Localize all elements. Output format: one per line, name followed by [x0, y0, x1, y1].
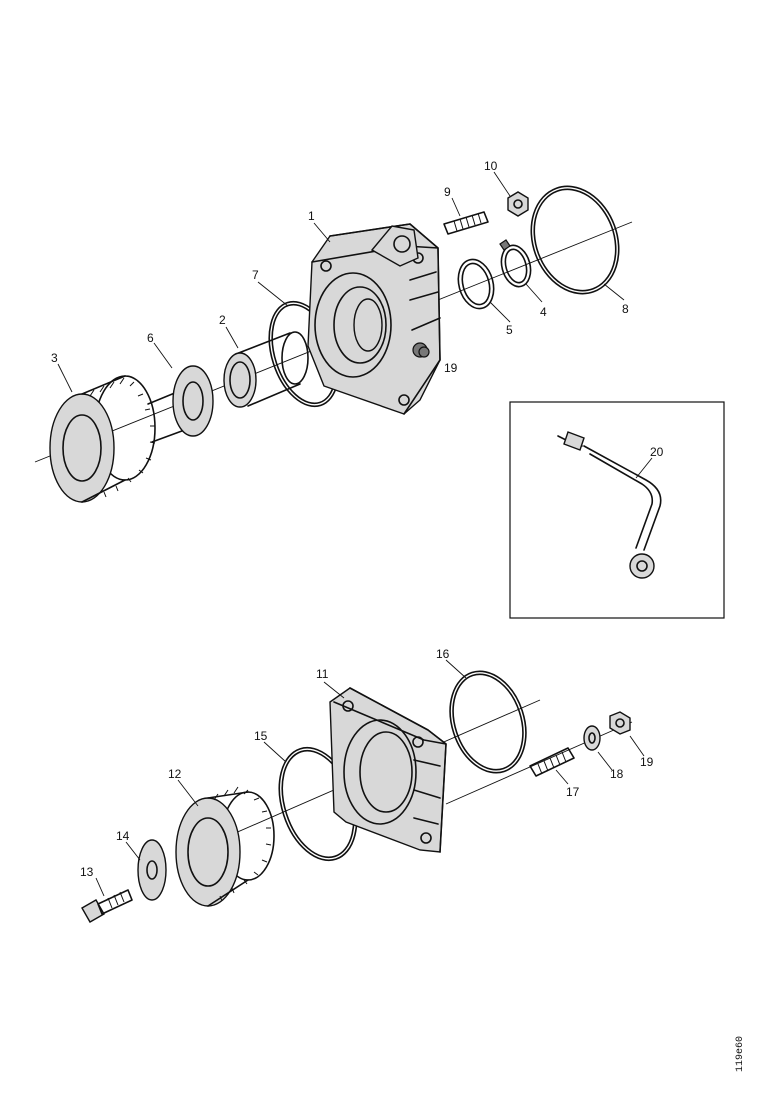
part-13-bolt	[81, 889, 133, 923]
callout-18: 18	[610, 767, 624, 781]
part-19-nut	[609, 711, 631, 735]
part-12-gear	[175, 786, 275, 907]
part-19-fitting	[418, 346, 430, 358]
callout-20: 20	[650, 445, 664, 459]
upper-callouts: 1 2 3 4 5 6 7 8 9 10 19	[51, 159, 629, 375]
part-8-large-o-ring	[530, 185, 620, 295]
callout-16: 16	[436, 647, 450, 661]
upper-leaders	[57, 171, 625, 393]
lower-assembly	[81, 670, 633, 923]
upper-assembly	[34, 185, 633, 503]
callout-7: 7	[252, 268, 259, 282]
callout-9: 9	[444, 185, 451, 199]
part-16-large-o-ring	[449, 670, 527, 774]
part-10-nut	[507, 191, 529, 217]
callout-1: 1	[308, 209, 315, 223]
callout-8: 8	[622, 302, 629, 316]
callout-19: 19	[444, 361, 458, 375]
part-18-washer	[583, 725, 601, 751]
callout-10: 10	[484, 159, 498, 173]
callout-15: 15	[254, 729, 268, 743]
part-5-snap-ring	[457, 258, 495, 310]
part-14-washer	[137, 839, 167, 901]
callout-4: 4	[540, 305, 547, 319]
part-4-retaining-ring	[499, 239, 532, 288]
part-9-stud	[443, 211, 489, 235]
drawing-code: 119e60	[735, 1036, 746, 1072]
part-11-cover-plate	[329, 687, 447, 853]
callout-14: 14	[116, 829, 130, 843]
callout-17: 17	[566, 785, 580, 799]
callout-11: 11	[316, 667, 329, 681]
part-20-tube-assembly	[557, 431, 662, 579]
callout-5: 5	[506, 323, 513, 337]
part-3-gear	[49, 375, 156, 503]
callout-2: 2	[219, 313, 226, 327]
part-1-housing	[307, 223, 441, 415]
lower-axis-line-2	[445, 721, 633, 805]
callout-3: 3	[51, 351, 58, 365]
lower-callouts: 11 12 13 14 15 16 17 18 19	[80, 647, 654, 879]
callout-13: 13	[80, 865, 94, 879]
lower-leaders	[95, 659, 645, 897]
callout-6: 6	[147, 331, 154, 345]
inset-box: 20	[509, 401, 725, 619]
part-17-stud	[529, 747, 575, 777]
callout-19-lower: 19	[640, 755, 654, 769]
part-2-sleeve	[223, 331, 309, 408]
part-6-washer	[172, 365, 214, 437]
callout-12: 12	[168, 767, 182, 781]
